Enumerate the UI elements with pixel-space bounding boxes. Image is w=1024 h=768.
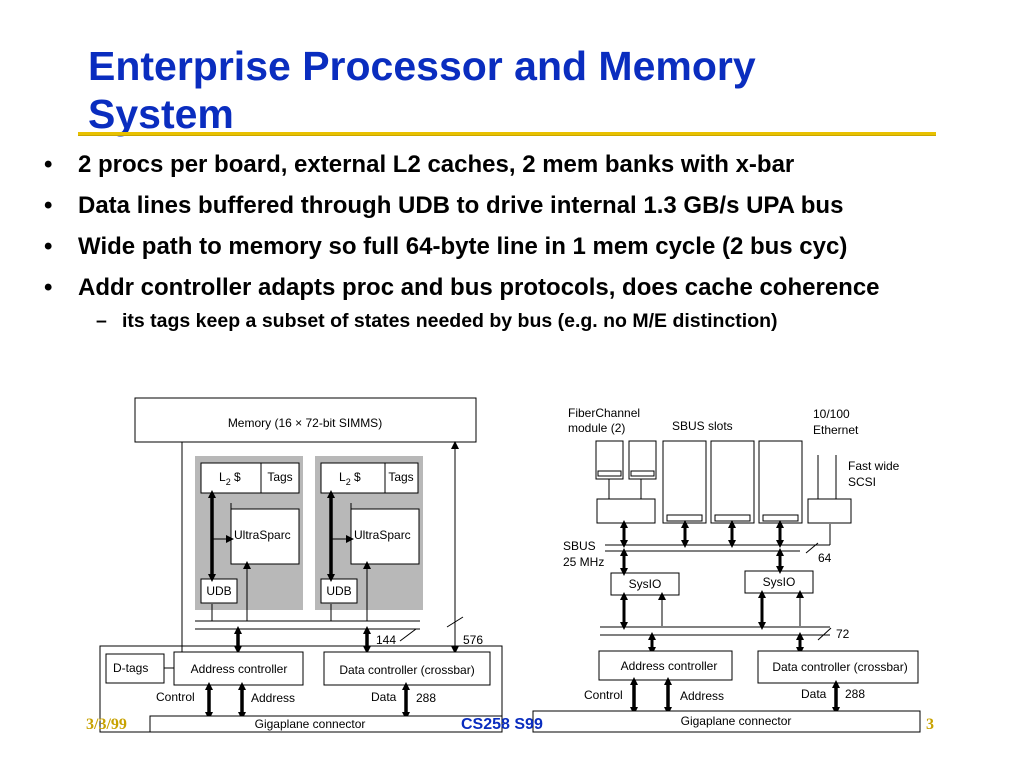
l2-cache-box (200, 462, 262, 494)
data-label: Data (801, 687, 827, 701)
dtags-label: D-tags (113, 661, 148, 675)
data-controller-label: Data controller (crossbar) (772, 660, 907, 674)
memory-label: Memory (16 × 72-bit SIMMS) (228, 416, 382, 430)
bullet-text: Data lines buffered through UDB to drive… (78, 192, 844, 219)
ethernet-label-1: 10/100 (813, 407, 850, 421)
bullet-marker: • (44, 151, 53, 178)
bus-width-72: 72 (836, 627, 850, 641)
data-controller-box (323, 651, 491, 686)
sbus-slot-connector (762, 514, 799, 522)
fiberchannel-label-2: module (2) (568, 421, 625, 435)
address-controller-label: Address controller (621, 659, 718, 673)
ultrasparc-label: UltraSparc (354, 528, 411, 542)
tags-box (384, 462, 419, 494)
udb-box (320, 578, 358, 604)
sbus-label-2: 25 MHz (563, 555, 604, 569)
bullet-item: • Data lines buffered through UDB to driv… (40, 191, 1015, 221)
tags-label: Tags (267, 470, 292, 484)
address-controller-box (598, 650, 733, 681)
ethernet-label-2: Ethernet (813, 423, 859, 437)
gigaplane-connector (149, 715, 503, 733)
sbus-slots-label: SBUS slots (672, 419, 733, 433)
data-controller-label: Data controller (crossbar) (339, 663, 474, 677)
ethernet-scsi-chip (807, 498, 852, 524)
sub-bullet-marker: – (96, 310, 107, 332)
gigaplane-label: Gigaplane connector (255, 717, 366, 731)
address-label: Address (680, 689, 724, 703)
bullet-text: Addr controller adapts proc and bus prot… (78, 274, 880, 301)
bus-144-tick (399, 628, 417, 642)
sysio-label-1: SysIO (629, 577, 662, 591)
address-label: Address (251, 691, 295, 705)
udb-label: UDB (326, 584, 351, 598)
sbus-slot-card (710, 440, 755, 524)
sbus-slot-card (662, 440, 707, 524)
fiberchannel-adapter (596, 498, 656, 524)
data-width-288: 288 (416, 691, 436, 705)
memory-box (134, 397, 477, 443)
control-label: Control (584, 688, 623, 702)
bus-72-tick (817, 627, 832, 641)
sub-bullet-item: –its tags keep a subset of states needed… (40, 308, 1015, 334)
fiberchannel-connector (597, 470, 622, 477)
scsi-label-2: SCSI (848, 475, 876, 489)
scsi-label-1: Fast wide (848, 459, 900, 473)
footer-page-number: 3 (926, 716, 934, 733)
l2-cache-box (320, 462, 386, 494)
bullet-list: • 2 procs per board, external L2 caches, … (40, 150, 1015, 334)
ultrasparc-label: UltraSparc (234, 528, 291, 542)
bullet-item: • Wide path to memory so full 64-byte lin… (40, 232, 1015, 262)
bullet-text: Wide path to memory so full 64-byte line… (78, 233, 848, 260)
bus-width-64: 64 (818, 551, 832, 565)
bullet-text: 2 procs per board, external L2 caches, 2… (78, 151, 795, 178)
processor-module-a: L2 $ Tags UltraSparc UDB (195, 456, 303, 621)
address-controller-label: Address controller (191, 662, 288, 676)
architecture-diagram: Memory (16 × 72-bit SIMMS) L2 $ Tags Ult… (99, 397, 921, 733)
title-line-1: Enterprise Processor and Memory (88, 43, 756, 89)
footer-date: 3/3/99 (86, 716, 127, 733)
sysio-label-2: SysIO (763, 575, 796, 589)
bus-576-tick (446, 616, 464, 628)
io-board: FiberChannel module (2) SBUS slots 10/10… (532, 406, 921, 733)
tags-box (260, 462, 300, 494)
tags-label: Tags (388, 470, 413, 484)
ultrasparc-box (230, 508, 300, 565)
bus-width-576: 576 (463, 633, 483, 647)
gigaplane-label: Gigaplane connector (681, 714, 792, 728)
sbus-label-1: SBUS (563, 539, 596, 553)
title-line-2: System (88, 91, 234, 137)
sbus-slot-card (758, 440, 803, 524)
udb-box (200, 578, 238, 604)
sub-bullet-text: its tags keep a subset of states needed … (122, 310, 778, 332)
sbus-slot-connector (714, 514, 751, 522)
processor-module-b: L2 $ Tags UltraSparc UDB (315, 456, 423, 621)
sysio-box-1 (610, 572, 680, 596)
data-width-288: 288 (845, 687, 865, 701)
l2-cache-label: L2 $ (339, 470, 361, 487)
bullet-item: • Addr controller adapts proc and bus pro… (40, 273, 928, 303)
sbus-slot-connector (666, 514, 703, 522)
l2-cache-label: L2 $ (219, 470, 241, 487)
udb-label: UDB (206, 584, 231, 598)
title-underline (78, 132, 936, 136)
data-label: Data (371, 690, 397, 704)
ultrasparc-box (350, 508, 420, 565)
cpu-memory-board: Memory (16 × 72-bit SIMMS) L2 $ Tags Ult… (99, 397, 503, 733)
bullet-marker: • (44, 274, 53, 301)
footer-course: CS258 S99 (461, 716, 543, 733)
bullet-item: • 2 procs per board, external L2 caches, … (40, 150, 1015, 180)
address-controller-box (173, 651, 304, 686)
bullet-marker: • (44, 233, 53, 260)
bus-width-144: 144 (376, 633, 396, 647)
fiberchannel-label-1: FiberChannel (568, 406, 640, 420)
fiberchannel-connector (630, 470, 655, 477)
bus-64-tick (805, 542, 819, 554)
gigaplane-connector (532, 710, 921, 733)
bullet-marker: • (44, 192, 53, 219)
control-label: Control (156, 690, 195, 704)
